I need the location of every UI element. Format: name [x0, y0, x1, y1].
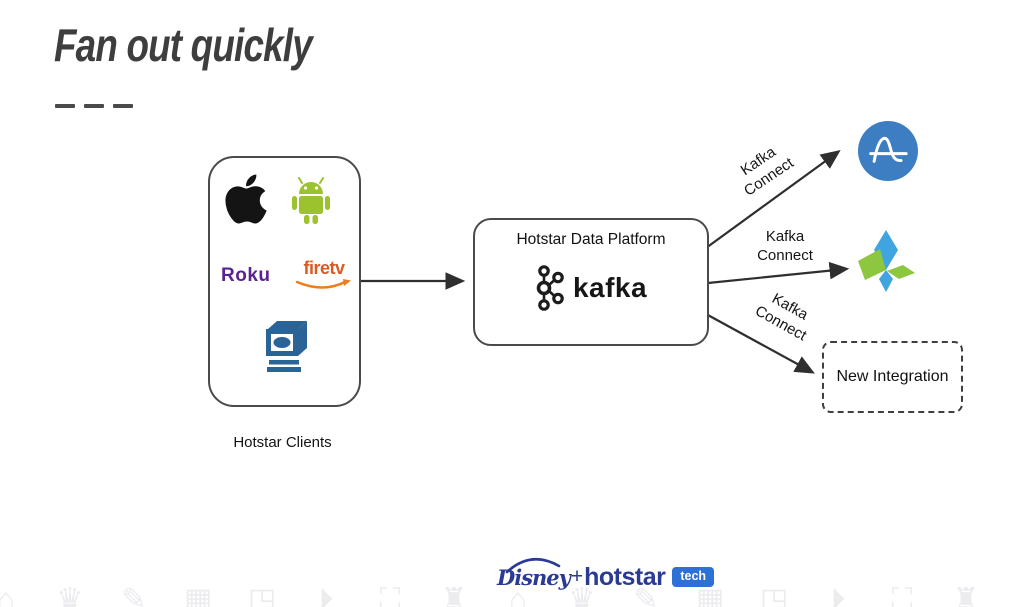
plus-sign: + — [570, 565, 584, 588]
watermark-icon: ▦ — [184, 583, 213, 607]
kafka-wordmark: kafka — [572, 272, 648, 303]
watermark-icon: ⏵ — [318, 583, 334, 607]
watermark-icon: ♜ — [952, 583, 980, 607]
amplitude-logo-icon — [858, 121, 918, 181]
hotstar-wordmark: hotstar — [584, 562, 666, 591]
android-logo-icon — [292, 177, 330, 224]
disney-hotstar-tech-logo: Disney + hotstar tech — [497, 557, 715, 594]
tech-badge: tech — [672, 567, 715, 587]
roku-logo: Roku — [221, 265, 271, 286]
kafka-mark-icon — [536, 265, 564, 311]
watermark-icon: ♛ — [568, 583, 596, 607]
watermark-icon: ♜ — [440, 583, 468, 607]
watermark-icon: ◳ — [248, 583, 277, 607]
firetv-logo: firetv — [294, 259, 354, 291]
kafka-connect-label-middle: Kafka Connect — [757, 228, 813, 264]
watermark-icon: ⌂ — [508, 583, 528, 607]
watermark-icon: ♛ — [56, 583, 84, 607]
watermark-icon: ⛶ — [891, 583, 913, 607]
watermark-row: ⌂ ♛ ✎ ▦ ◳ ⏵ ⛶ ♜ ⌂ ♛ ✎ ▦ ◳ ⏵ ⛶ ♜ — [0, 585, 1024, 607]
firetv-logo-text: firetv — [303, 258, 345, 278]
hotstar-clients-box: Roku firetv — [208, 156, 361, 407]
apple-logo-icon — [225, 174, 267, 224]
firetv-smile-icon — [295, 279, 351, 289]
kafka-connect-label-top: Kafka Connect — [737, 143, 797, 200]
watermark-icon: ✎ — [633, 583, 659, 607]
new-integration-box: New Integration — [822, 341, 963, 413]
arrow-platform-to-pinwheel — [707, 261, 850, 285]
watermark-icon: ✎ — [121, 583, 147, 607]
new-integration-label: New Integration — [836, 368, 949, 385]
pinwheel-logo-icon — [858, 230, 915, 292]
watermark-icon: ▦ — [696, 583, 725, 607]
watermark-icon: ◳ — [760, 583, 789, 607]
watermark-icon: ⌂ — [0, 583, 16, 607]
kafka-logo: kafka — [475, 264, 707, 312]
hotstar-clients-label: Hotstar Clients — [233, 434, 332, 451]
platform-title: Hotstar Data Platform — [516, 231, 666, 248]
watermark-icon: ⏵ — [830, 583, 846, 607]
tv-client-icon — [266, 321, 307, 372]
watermark-icon: ⛶ — [379, 583, 401, 607]
hotstar-data-platform-box: Hotstar Data Platform kafka — [473, 218, 709, 346]
title-dashes — [55, 104, 133, 108]
slide-title: Fan out quickly — [54, 19, 313, 71]
